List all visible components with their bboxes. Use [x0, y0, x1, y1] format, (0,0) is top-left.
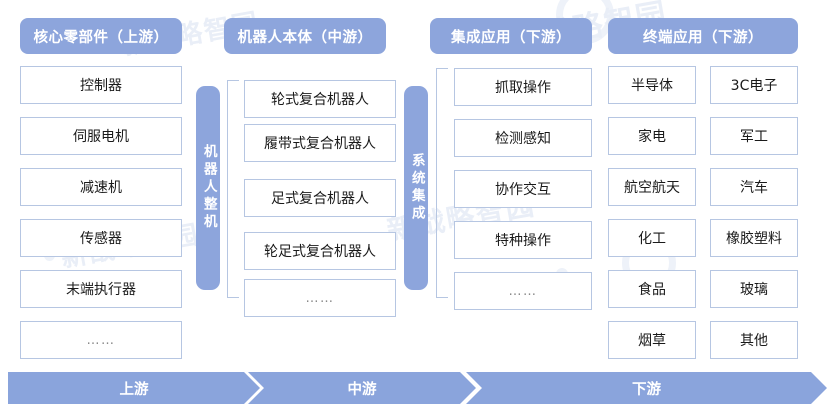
integration-item-0[interactable]: 抓取操作 [454, 68, 592, 106]
terminal-right-item-5[interactable]: 其他 [710, 321, 798, 359]
upstream-item-4[interactable]: 末端执行器 [20, 270, 182, 308]
midstream-item-0[interactable]: 轮式复合机器人 [244, 80, 396, 118]
header-upstream[interactable]: 核心零部件（上游） [20, 18, 182, 54]
terminal-left-item-2[interactable]: 航空航天 [608, 168, 696, 206]
terminal-left-item-3[interactable]: 化工 [608, 219, 696, 257]
header-terminal[interactable]: 终端应用（下游） [608, 18, 798, 54]
header-midstream[interactable]: 机器人本体（中游） [224, 18, 386, 54]
midstream-vertical-label[interactable]: 机器人整机 [196, 86, 220, 290]
flow-arrow-midstream[interactable]: 中游 [248, 372, 476, 404]
integration-item-3[interactable]: 特种操作 [454, 221, 592, 259]
terminal-left-item-0[interactable]: 半导体 [608, 66, 696, 104]
integration-vertical-label[interactable]: 系统集成 [404, 86, 428, 290]
midstream-item-1[interactable]: 履带式复合机器人 [244, 124, 396, 162]
header-integration[interactable]: 集成应用（下游） [430, 18, 592, 54]
upstream-item-2[interactable]: 减速机 [20, 168, 182, 206]
midstream-item-4[interactable]: …… [244, 279, 396, 317]
integration-item-2[interactable]: 协作交互 [454, 170, 592, 208]
upstream-item-3[interactable]: 传感器 [20, 219, 182, 257]
terminal-left-item-5[interactable]: 烟草 [608, 321, 696, 359]
flow-arrow-downstream-label: 下游 [632, 381, 661, 398]
integration-bracket [436, 68, 448, 298]
integration-item-4[interactable]: …… [454, 272, 592, 310]
integration-vertical-label-text: 系统集成 [408, 153, 425, 223]
midstream-bracket [227, 80, 239, 298]
midstream-item-3[interactable]: 轮足式复合机器人 [244, 232, 396, 270]
flow-arrow-upstream-label: 上游 [119, 381, 149, 398]
flow-arrow-midstream-label: 中游 [347, 381, 377, 398]
terminal-left-item-4[interactable]: 食品 [608, 270, 696, 308]
upstream-item-0[interactable]: 控制器 [20, 66, 182, 104]
integration-item-1[interactable]: 检测感知 [454, 119, 592, 157]
terminal-right-item-1[interactable]: 军工 [710, 117, 798, 155]
flow-arrow-upstream[interactable]: 上游 [8, 372, 260, 404]
terminal-right-item-4[interactable]: 玻璃 [710, 270, 798, 308]
upstream-item-5[interactable]: …… [20, 321, 182, 359]
terminal-left-item-1[interactable]: 家电 [608, 117, 696, 155]
terminal-right-item-3[interactable]: 橡胶塑料 [710, 219, 798, 257]
terminal-right-item-0[interactable]: 3C电子 [710, 66, 798, 104]
flow-arrow-downstream[interactable]: 下游 [466, 372, 827, 404]
midstream-item-2[interactable]: 足式复合机器人 [244, 179, 396, 217]
upstream-item-1[interactable]: 伺服电机 [20, 117, 182, 155]
terminal-right-item-2[interactable]: 汽车 [710, 168, 798, 206]
midstream-vertical-label-text: 机器人整机 [200, 144, 217, 232]
